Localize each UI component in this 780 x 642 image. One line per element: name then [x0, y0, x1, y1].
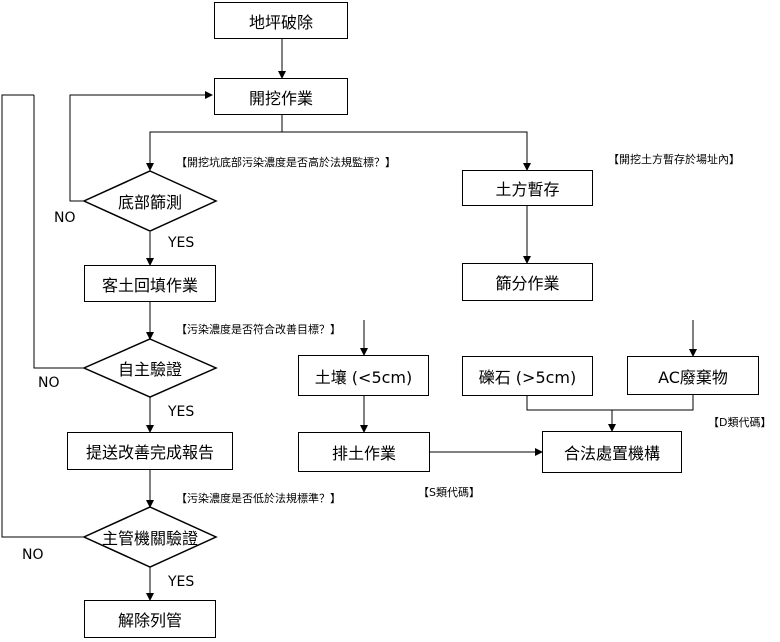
- loop-self-no: [33, 95, 84, 369]
- note-bottom-question: 【開挖坑底部污染濃度是否高於法規監標？】: [176, 156, 396, 169]
- note-s-code: 【S類代碼】: [418, 486, 480, 499]
- merge-gravel-ac: [526, 395, 694, 411]
- loop-authority-no: [1, 94, 84, 538]
- arrow-excavation-to-storage: [282, 131, 531, 171]
- label-no-screening: NO: [54, 210, 76, 226]
- decision-self-verification-label: 自主驗證: [117, 360, 182, 379]
- node-submit-report: 提送改善完成報告: [67, 432, 233, 470]
- node-excavation: 開挖作業: [214, 78, 348, 115]
- note-improvement-question: 【污染濃度是否符合改善目標？】: [176, 323, 341, 336]
- label-yes-screening: YES: [168, 235, 195, 251]
- label-yes-self: YES: [168, 404, 195, 420]
- arrow-excavation-branch: [146, 115, 283, 171]
- node-gravel-gt5: 礫石 (>5cm): [462, 356, 593, 396]
- node-soil-temp-storage: 土方暫存: [462, 170, 593, 206]
- decision-self-verification-shape: [82, 338, 218, 398]
- decision-bottom-screening-label: 底部篩測: [117, 193, 182, 212]
- loop-screening-no: [69, 91, 213, 202]
- node-ac-waste: AC廢棄物: [627, 356, 759, 395]
- label-no-authority: NO: [22, 547, 44, 563]
- label-no-self: NO: [38, 375, 60, 391]
- node-floor-demolition: 地坪破除: [214, 2, 348, 39]
- label-yes-authority: YES: [168, 574, 195, 590]
- note-temp-storage: 【開挖土方暫存於場址內】: [608, 153, 740, 166]
- node-backfill: 客土回填作業: [84, 265, 216, 302]
- decision-authority-verification-label: 主管機關驗證: [101, 529, 198, 548]
- node-soil-lt5: 土壤 (<5cm): [298, 355, 429, 396]
- node-soil-discharge: 排土作業: [298, 432, 430, 472]
- decision-authority-verification-shape: [82, 506, 218, 568]
- node-delisting: 解除列管: [84, 600, 216, 638]
- note-d-code: 【D類代碼】: [708, 416, 772, 429]
- node-legal-facility: 合法處置機構: [542, 431, 682, 473]
- decision-bottom-screening-shape: [82, 170, 218, 232]
- note-regulation-question: 【污染濃度是否低於法規標準？】: [176, 492, 341, 505]
- node-sieving: 篩分作業: [462, 263, 593, 301]
